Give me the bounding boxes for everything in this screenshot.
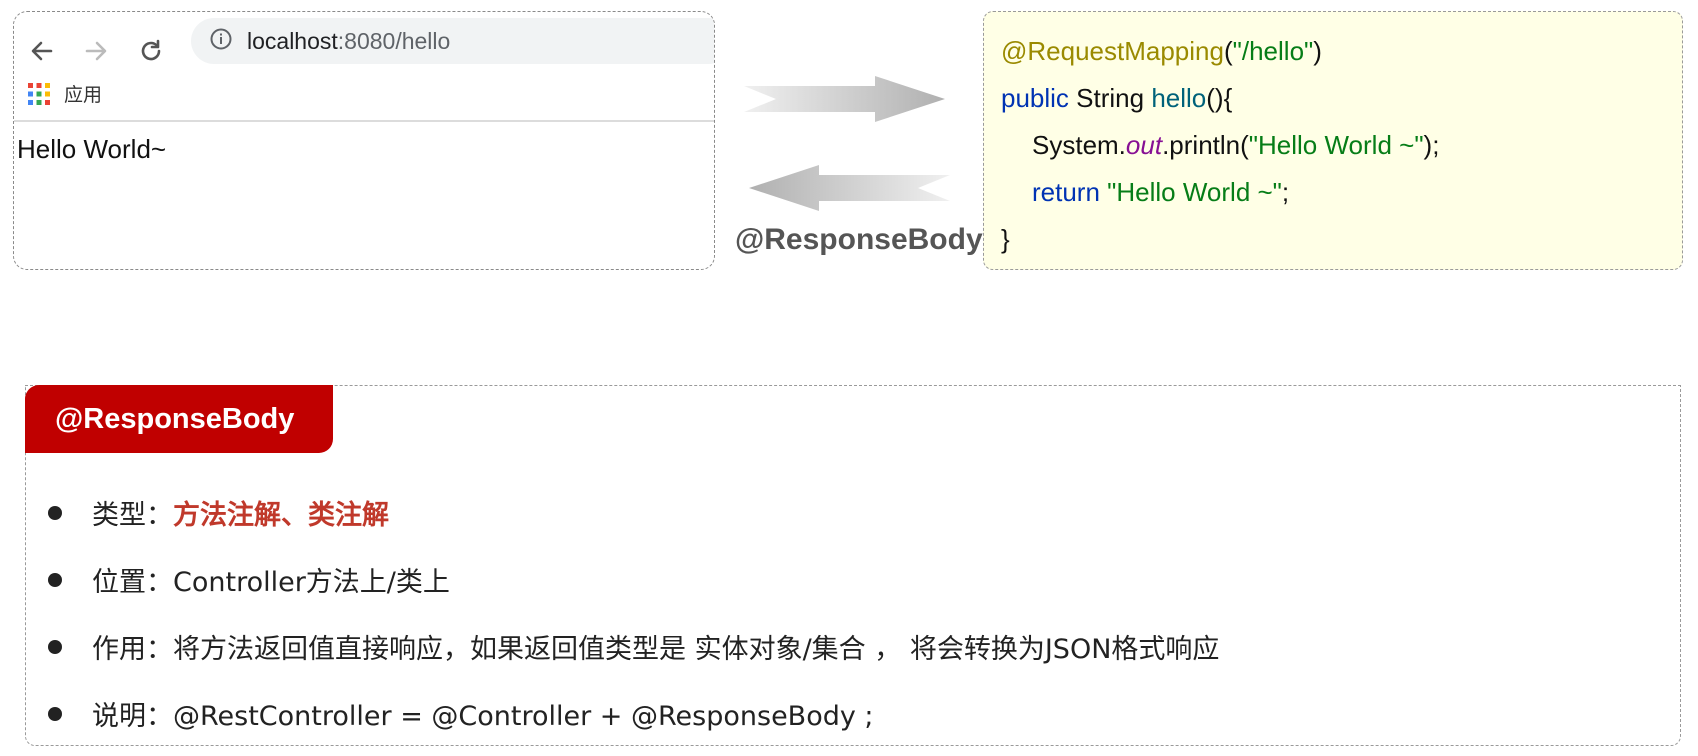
apps-label: 应用 (64, 84, 103, 106)
item-label: 作用： (92, 634, 173, 665)
url-host: localhost (247, 27, 338, 54)
list-item: 位置：Controller方法上/类上 (48, 560, 450, 599)
bullet-icon (48, 572, 62, 587)
apps-grid-icon (28, 82, 50, 105)
request-arrow-right (744, 76, 945, 122)
address-bar[interactable]: localhost:8080/hello (191, 18, 714, 64)
url-text[interactable]: localhost:8080/hello (247, 28, 450, 55)
browser-window: localhost:8080/hello 应用 Hello World~ (13, 11, 715, 270)
item-value: 方法注解、类注解 (173, 500, 389, 531)
panel-title: @ResponseBody (25, 385, 333, 453)
back-icon[interactable] (27, 36, 57, 66)
item-label: 位置： (92, 567, 173, 598)
forward-icon[interactable] (81, 36, 111, 66)
list-item: 说明：@RestController = @Controller + @Resp… (48, 694, 874, 733)
item-label: 说明： (92, 701, 173, 732)
url-port-path: :8080/hello (337, 27, 451, 54)
list-item: 类型：方法注解、类注解 (48, 493, 389, 532)
bullet-icon (48, 639, 62, 654)
bullet-icon (48, 706, 62, 721)
code-line-4: return "Hello World ~"; (1032, 177, 1290, 207)
item-value: Controller方法上/类上 (173, 567, 450, 598)
code-line-3: System.out.println("Hello World ~"); (1032, 130, 1440, 160)
reload-icon[interactable] (136, 36, 166, 66)
page-content: Hello World~ (17, 134, 167, 164)
apps-bookmark[interactable]: 应用 (28, 80, 102, 107)
code-line-2: public String hello(){ (1001, 83, 1233, 113)
info-panel (25, 385, 1681, 746)
bullet-icon (48, 505, 62, 520)
response-arrow-left (749, 165, 950, 211)
code-line-1: @RequestMapping("/hello") (1001, 36, 1322, 66)
item-label: 类型： (92, 500, 173, 531)
response-body-label: @ResponseBody (735, 223, 983, 256)
item-value: 将方法返回值直接响应，如果返回值类型是 实体对象/集合 ， 将会转换为JSON格… (173, 634, 1220, 665)
toolbar-divider (14, 120, 714, 122)
code-snippet: @RequestMapping("/hello") public String … (983, 11, 1683, 270)
info-icon[interactable] (209, 27, 233, 55)
list-item: 作用：将方法返回值直接响应，如果返回值类型是 实体对象/集合 ， 将会转换为JS… (48, 627, 1219, 666)
code-line-5: } (1001, 224, 1010, 254)
item-value: @RestController = @Controller + @Respons… (173, 701, 874, 732)
